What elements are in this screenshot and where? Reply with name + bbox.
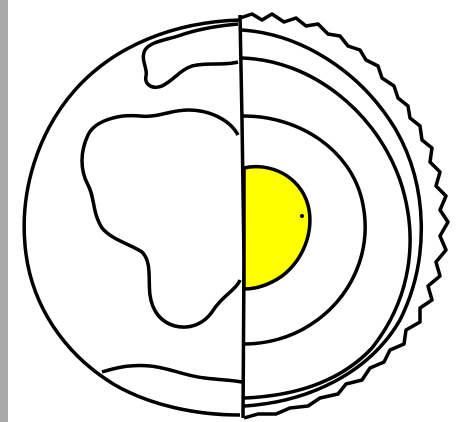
inner-core-dot xyxy=(301,215,304,218)
continent-bottom xyxy=(102,365,242,382)
globe-left-outline xyxy=(24,20,240,415)
inner-core xyxy=(244,167,310,289)
continent-center xyxy=(82,110,240,327)
